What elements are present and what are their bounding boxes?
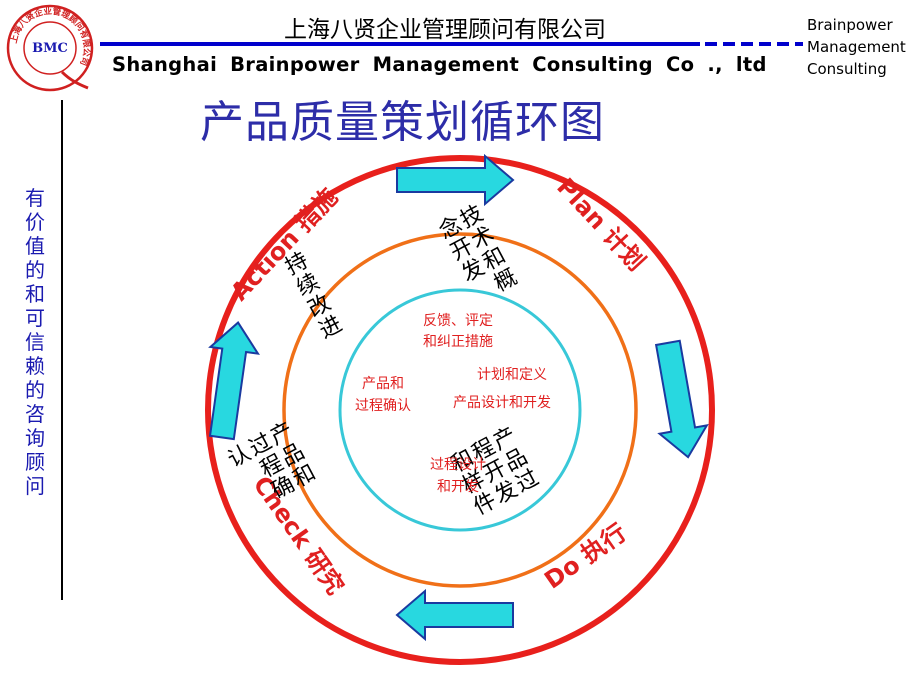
slogan-char: 有 [25, 186, 45, 210]
brand-line: Consulting [807, 60, 887, 78]
slogan-char: 的 [25, 378, 45, 402]
inner-process-2: 和开发 [437, 479, 479, 495]
svg-text:上海八贤企业管理顾问有限公司: 上海八贤企业管理顾问有限公司 [8, 6, 91, 67]
brand-line: Management [807, 38, 906, 56]
label-plan: Plan 计划 [551, 173, 650, 277]
inner-confirm-2: 过程确认 [355, 398, 411, 414]
slogan-char: 可 [25, 306, 45, 330]
inner-confirm-1: 产品和 [362, 376, 404, 392]
inner-process-1: 过程设计 [430, 457, 486, 473]
arrow-bottom [395, 588, 514, 642]
page-title: 产品质量策划循环图 [200, 97, 605, 148]
header-rule-dashed [705, 42, 803, 46]
arrow-right [654, 339, 709, 459]
arrow-top [396, 153, 515, 207]
slogan-char: 赖 [25, 354, 45, 378]
inner-feedback-2: 和纠正措施 [423, 334, 493, 350]
inner-plan: 计划和定义 [477, 367, 547, 383]
logo-ring-text: 上海八贤企业管理顾问有限公司 [8, 6, 91, 67]
outer-ring [205, 155, 715, 665]
logo-text: BMC [32, 41, 68, 56]
inner-feedback-1: 反馈、评定 [423, 313, 493, 329]
header-rule [100, 42, 700, 46]
slogan-char: 信 [25, 330, 45, 354]
slogan-char: 问 [25, 474, 45, 498]
quality-planning-cycle: Plan 计划 Do 执行 Check 研究 Action 措施 技术和概念开发… [205, 153, 715, 665]
slogan-char: 顾 [25, 450, 45, 474]
inner-ring [338, 288, 582, 532]
label-do: Do 执行 [539, 518, 631, 594]
slogan-char: 价 [25, 210, 45, 234]
arrow-left [208, 321, 260, 441]
company-name-en: Shanghai Brainpower Management Consultin… [112, 53, 767, 76]
company-name-cn: 上海八贤企业管理顾问有限公司 [284, 17, 606, 43]
label-action: Action 措施 [225, 183, 343, 306]
slogan-char: 询 [25, 426, 45, 450]
slogan-char: 值 [25, 234, 45, 258]
brand-text: Brainpower Management Consulting [807, 14, 906, 80]
inner-design: 产品设计和开发 [453, 395, 551, 411]
side-divider [61, 100, 63, 600]
bmc-logo: 上海八贤企业管理顾问有限公司 BMC [6, 4, 94, 92]
middle-ring [282, 232, 638, 588]
slogan-char: 的 [25, 258, 45, 282]
slogan-char: 和 [25, 282, 45, 306]
slogan-char: 咨 [25, 402, 45, 426]
side-slogan: 有价值的和可信赖的咨询顾问 [20, 186, 50, 498]
brand-line: Brainpower [807, 16, 893, 34]
